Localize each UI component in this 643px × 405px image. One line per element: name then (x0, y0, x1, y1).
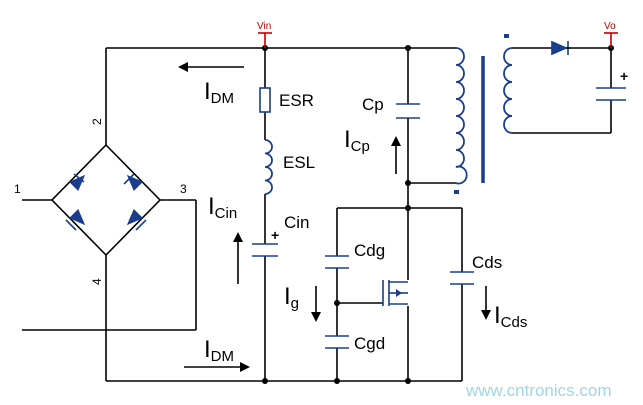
output-diode-icon (551, 40, 572, 56)
cgd-label: Cgd (354, 334, 385, 353)
diode-d4-icon (126, 208, 147, 231)
cout-plus-label: + (620, 68, 628, 84)
diode-d1-icon (68, 173, 86, 192)
arrow-down-icon (481, 310, 491, 320)
arrow-right-icon (240, 362, 250, 372)
ig-label: Ig (284, 283, 299, 312)
pin4-label: 4 (90, 278, 104, 285)
pin2-label: 2 (90, 118, 104, 125)
mosfet-icon (382, 280, 408, 306)
esl-label: ESL (283, 153, 315, 172)
vo-terminal: Vo (604, 21, 618, 48)
vin-terminal: Vin (257, 21, 272, 48)
diode-d2-icon (123, 173, 144, 192)
transformer (454, 34, 513, 194)
wiring (22, 47, 612, 382)
cin-capacitor: + Cin (252, 213, 310, 257)
idm-bottom-label: IDM (204, 336, 234, 365)
secondary-dot-icon (504, 34, 509, 38)
cdg-capacitor: Cdg (325, 241, 385, 269)
pin1-label: 1 (14, 182, 21, 196)
arrow-up-icon (233, 232, 243, 242)
diode-d3-icon (65, 208, 86, 231)
primary-dot-icon (454, 190, 459, 194)
cin-plus-label: + (271, 227, 279, 243)
vin-label: Vin (257, 21, 271, 32)
current-labels: IDM IDM ICin ICp Ig ICds (204, 78, 527, 365)
cds-label: Cds (472, 253, 502, 272)
cds-capacitor: Cds (450, 253, 502, 285)
bridge-rectifier: 1 2 3 4 (14, 118, 187, 285)
idm-top-label: IDM (204, 78, 234, 107)
arrow-left-icon (178, 62, 188, 72)
cin-label: Cin (284, 213, 310, 232)
cp-capacitor: Cp (362, 95, 420, 119)
watermark: www.cntronics.com (465, 381, 611, 400)
pin3-label: 3 (180, 182, 187, 196)
arrow-down-icon (311, 312, 321, 322)
esr-resistor: ESR (259, 87, 314, 113)
vo-label: Vo (604, 21, 616, 32)
junction-dots (262, 45, 614, 384)
esl-inductor: ESL (264, 139, 315, 195)
cp-label: Cp (362, 95, 384, 114)
icds-label: ICds (494, 302, 527, 331)
cdg-label: Cdg (354, 241, 385, 260)
esr-label: ESR (279, 91, 314, 110)
icin-label: ICin (208, 193, 237, 222)
output-capacitor: + (596, 68, 628, 101)
current-arrows (178, 62, 491, 372)
cgd-capacitor: Cgd (325, 334, 385, 353)
arrow-up-icon (391, 136, 401, 146)
icp-label: ICp (344, 126, 370, 155)
